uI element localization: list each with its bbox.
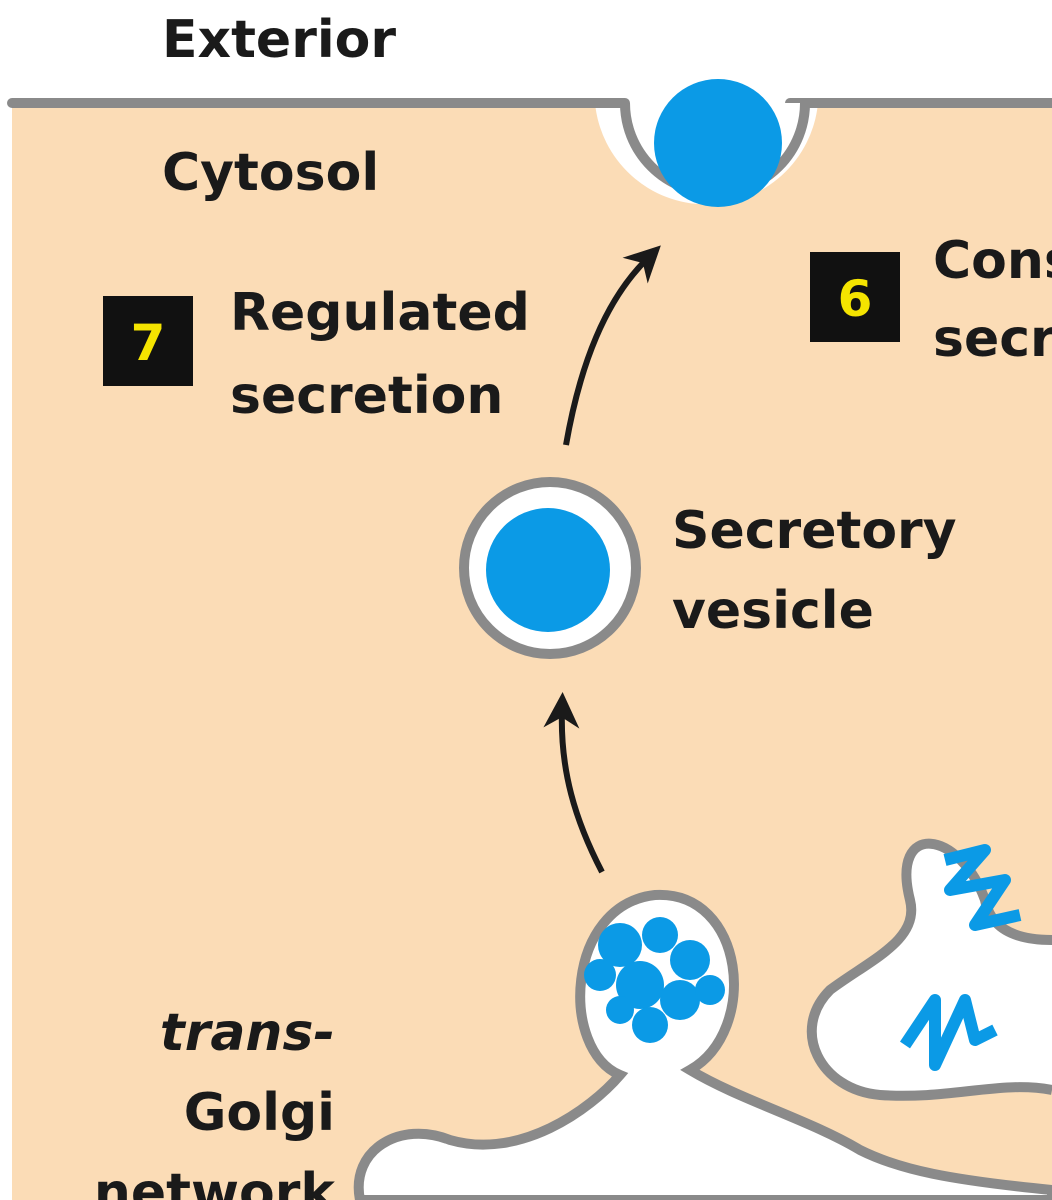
soluble-cargo-squiggle-2 <box>900 994 998 1071</box>
golgi-label-2: Golgi <box>184 1083 335 1143</box>
constitutive-secretion-label-1: Constitutive <box>933 231 1052 291</box>
secretory-vesicle-label-1: Secretory <box>672 501 957 561</box>
arrow-to-vesicle <box>543 692 605 874</box>
badge-6-bg <box>810 252 900 342</box>
golgi-label-1: trans- <box>160 1003 335 1063</box>
badge-6-number: 6 <box>838 270 873 328</box>
constitutive-secretion-label-2: secretion <box>933 309 1052 369</box>
badge-7-bg <box>103 296 193 386</box>
arrow-to-membrane <box>563 245 661 446</box>
budding-cargo <box>584 917 725 1043</box>
golgi-label-3: network <box>94 1163 337 1200</box>
secretory-vesicle-label-2: vesicle <box>672 581 874 641</box>
regulated-secretion-label-1: Regulated <box>230 283 530 343</box>
regulated-secretion-label-2: secretion <box>230 366 503 426</box>
badge-7-number: 7 <box>131 314 166 372</box>
trans-golgi-network <box>353 889 1052 1200</box>
released-cargo <box>654 79 782 207</box>
cytosol-label: Cytosol <box>162 143 379 203</box>
vesicle-cargo <box>486 508 610 632</box>
soluble-cargo-squiggle <box>943 844 1022 931</box>
exterior-label: Exterior <box>162 10 396 70</box>
